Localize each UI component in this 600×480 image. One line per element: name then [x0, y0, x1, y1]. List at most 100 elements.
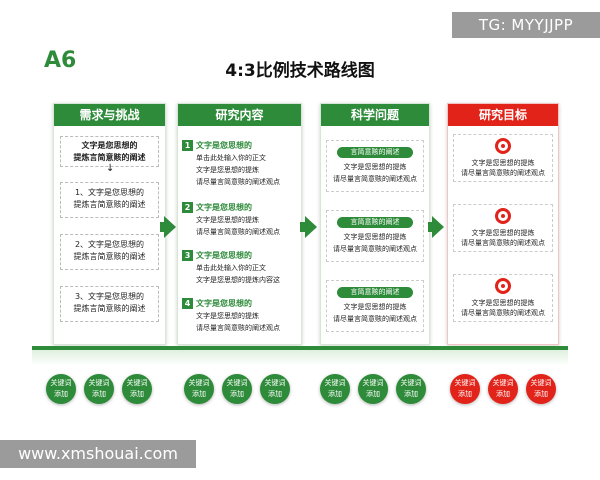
watermark-bottom: www.xmshouai.com [0, 440, 196, 468]
column-science: 科学问题 言简意赅的阐述 文字是您思想的提炼 请尽量言简意赅的阐述观点 言简意赅… [320, 103, 430, 345]
demand-item-2-line-1: 2、文字是您思想的 [74, 240, 145, 249]
research-item-4-number: 4 [182, 298, 193, 309]
goal-item-2: 文字是您思想的提炼 请尽量言简意赅的阐述观点 [453, 204, 553, 252]
column-goal-header: 研究目标 [448, 104, 558, 126]
target-icon [495, 208, 511, 224]
keyword-circle: 关键词添加 [46, 374, 76, 404]
keyword-line-1: 关键词 [126, 379, 148, 387]
demand-top-line-1: 文字是您思想的 [81, 141, 138, 150]
science-item-2: 言简意赅的阐述 文字是您思想的提炼 请尽量言简意赅的阐述观点 [326, 210, 424, 262]
demand-item-2: 2、文字是您思想的 提炼言简意赅的阐述 [60, 234, 159, 270]
research-item-4-title: 文字是您思想的 [196, 299, 252, 308]
flow-arrow-3-icon [432, 216, 444, 238]
flow-arrow-1-icon [164, 216, 176, 238]
goal-item-1: 文字是您思想的提炼 请尽量言简意赅的阐述观点 [453, 134, 553, 182]
demand-item-3: 3、文字是您思想的 提炼言简意赅的阐述 [60, 286, 159, 322]
keyword-line-1: 关键词 [88, 379, 110, 387]
keyword-line-1: 关键词 [530, 379, 552, 387]
demand-item-1-line-1: 1、文字是您思想的 [74, 188, 145, 197]
science-item-2-line-1: 文字是您思想的提炼 [343, 233, 407, 241]
science-item-2-pill: 言简意赅的阐述 [337, 217, 413, 228]
keyword-line-2: 添加 [54, 390, 68, 398]
research-item-4-line-2: 请尽量言简意赅的阐述观点 [196, 324, 280, 332]
target-icon [495, 138, 511, 154]
column-demand-header: 需求与挑战 [54, 104, 165, 126]
keyword-circle: 关键词添加 [358, 374, 388, 404]
keyword-line-2: 添加 [268, 390, 282, 398]
science-item-3-pill: 言简意赅的阐述 [337, 287, 413, 298]
keyword-line-2: 添加 [366, 390, 380, 398]
research-item-1-line-1: 单击此处输入你的正文 [196, 154, 266, 162]
keyword-line-2: 添加 [404, 390, 418, 398]
science-item-3-line-2: 请尽量言简意赅的阐述观点 [333, 315, 417, 323]
flow-arrow-2-icon [305, 216, 317, 238]
template-code: A6 [44, 48, 77, 73]
keyword-circle: 关键词添加 [396, 374, 426, 404]
keyword-circle: 关键词添加 [84, 374, 114, 404]
baseline-shadow [32, 350, 568, 366]
research-item-4-line-1: 文字是您思想的提炼 [196, 312, 259, 320]
keyword-circle: 关键词添加 [260, 374, 290, 404]
keyword-line-1: 关键词 [454, 379, 476, 387]
demand-item-1-line-2: 提炼言简意赅的阐述 [73, 200, 146, 209]
research-item-1-title: 文字是您思想的 [196, 141, 252, 150]
column-science-header: 科学问题 [321, 104, 429, 126]
keyword-line-2: 添加 [130, 390, 144, 398]
keyword-line-1: 关键词 [188, 379, 210, 387]
column-demand: 需求与挑战 文字是您思想的 提炼言简意赅的阐述 ↓ 1、文字是您思想的 提炼言简… [53, 103, 166, 345]
goal-item-3-line-1: 文字是您思想的提炼 [471, 299, 535, 307]
research-item-2-number: 2 [182, 202, 193, 213]
keyword-line-2: 添加 [458, 390, 472, 398]
keyword-line-2: 添加 [496, 390, 510, 398]
keyword-circle: 关键词添加 [122, 374, 152, 404]
keyword-line-2: 添加 [92, 390, 106, 398]
keyword-line-1: 关键词 [50, 379, 72, 387]
target-icon [495, 278, 511, 294]
keyword-circle: 关键词添加 [488, 374, 518, 404]
research-item-1-line-3: 请尽量言简意赅的阐述观点 [196, 178, 280, 186]
demand-top-line-2: 提炼言简意赅的阐述 [73, 153, 146, 162]
column-research: 研究内容 1 文字是您思想的 单击此处输入你的正文 文字是您思想的提炼 请尽量言… [177, 103, 302, 345]
keyword-line-2: 添加 [328, 390, 342, 398]
science-item-2-line-2: 请尽量言简意赅的阐述观点 [333, 245, 417, 253]
science-item-3: 言简意赅的阐述 文字是您思想的提炼 请尽量言简意赅的阐述观点 [326, 280, 424, 332]
keyword-circle: 关键词添加 [450, 374, 480, 404]
column-research-header: 研究内容 [178, 104, 301, 126]
keyword-line-1: 关键词 [324, 379, 346, 387]
research-item-2-title: 文字是您思想的 [196, 203, 252, 212]
demand-item-3-line-1: 3、文字是您思想的 [74, 292, 145, 301]
research-item-2-line-2: 请尽量言简意赅的阐述观点 [196, 228, 280, 236]
goal-item-1-line-2: 请尽量言简意赅的阐述观点 [461, 169, 545, 177]
science-item-3-line-1: 文字是您思想的提炼 [343, 303, 407, 311]
goal-item-3-line-2: 请尽量言简意赅的阐述观点 [461, 309, 545, 317]
demand-item-2-line-2: 提炼言简意赅的阐述 [73, 252, 146, 261]
research-item-1-number: 1 [182, 140, 193, 151]
science-item-1-pill: 言简意赅的阐述 [337, 147, 413, 158]
demand-item-1: 1、文字是您思想的 提炼言简意赅的阐述 [60, 182, 159, 218]
demand-top-box: 文字是您思想的 提炼言简意赅的阐述 [60, 136, 159, 167]
keyword-line-1: 关键词 [492, 379, 514, 387]
keyword-line-2: 添加 [230, 390, 244, 398]
goal-item-2-line-2: 请尽量言简意赅的阐述观点 [461, 239, 545, 247]
research-item-3-line-2: 文字是您思想的提炼内容这 [196, 276, 280, 284]
keyword-line-2: 添加 [192, 390, 206, 398]
flow-arrow-2-stem [300, 222, 308, 232]
goal-item-2-line-1: 文字是您思想的提炼 [471, 229, 535, 237]
research-item-3-line-1: 单击此处输入你的正文 [196, 264, 266, 272]
keyword-line-1: 关键词 [226, 379, 248, 387]
research-item-3-title: 文字是您思想的 [196, 251, 252, 260]
research-item-2-line-1: 文字是您思想的提炼 [196, 216, 259, 224]
goal-item-3: 文字是您思想的提炼 请尽量言简意赅的阐述观点 [453, 274, 553, 322]
goal-item-1-line-1: 文字是您思想的提炼 [471, 159, 535, 167]
page-title: 4:3比例技术路线图 [225, 61, 375, 81]
column-goal: 研究目标 文字是您思想的提炼 请尽量言简意赅的阐述观点 文字是您思想的提炼 请尽… [447, 103, 559, 345]
demand-item-3-line-2: 提炼言简意赅的阐述 [73, 304, 146, 313]
science-item-1-line-1: 文字是您思想的提炼 [343, 163, 407, 171]
research-item-3-number: 3 [182, 250, 193, 261]
research-item-1-line-2: 文字是您思想的提炼 [196, 166, 259, 174]
down-arrow-icon: ↓ [106, 163, 115, 174]
keyword-circle: 关键词添加 [320, 374, 350, 404]
keyword-line-1: 关键词 [400, 379, 422, 387]
keyword-line-1: 关键词 [362, 379, 384, 387]
keyword-line-1: 关键词 [264, 379, 286, 387]
